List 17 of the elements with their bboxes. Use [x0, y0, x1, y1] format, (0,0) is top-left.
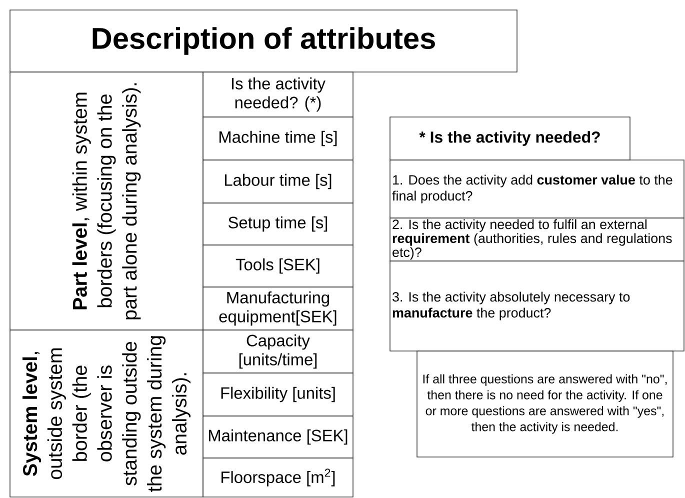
- attribute-cell: Flexibility [units]: [202, 372, 354, 416]
- attribute-cell: Capacity [units/time]: [202, 330, 354, 374]
- question-box: 3. Is the activity absolutely necessary to manufacture the product?: [390, 260, 684, 352]
- question-box: 1. Does the activity add customer value to the final product?: [390, 160, 684, 218]
- attribute-cell: Is the activity needed? (*): [202, 72, 354, 118]
- note-box: If all three questions are answered with "no", then there is no need for the activity. If one or more questions are answered with "yes", then the activity is needed.: [416, 350, 674, 458]
- attribute-cell: Manufacturing equipment[SEK]: [202, 286, 354, 330]
- attribute-cell: Labour time [s]: [202, 160, 354, 204]
- attribute-cell: Floorspace [m$^{2}$]: [202, 458, 354, 498]
- attribute-cell: Maintenance [SEK]: [202, 416, 354, 458]
- attribute-cell: Setup time [s]: [202, 202, 354, 246]
- attribute-cell: Tools [SEK]: [202, 244, 354, 288]
- level-cell: System level, outside system border (the observer is standing outside the system during analysis).: [10, 330, 204, 498]
- question-box: 2. Is the activity needed to fulfil an external requirement (authorities, rules and regulations etc)?: [390, 218, 684, 262]
- attribute-cell: Machine time [s]: [202, 116, 354, 160]
- title-box: Description of attributes: [10, 10, 518, 72]
- heading-box: * Is the activity needed?: [390, 116, 630, 160]
